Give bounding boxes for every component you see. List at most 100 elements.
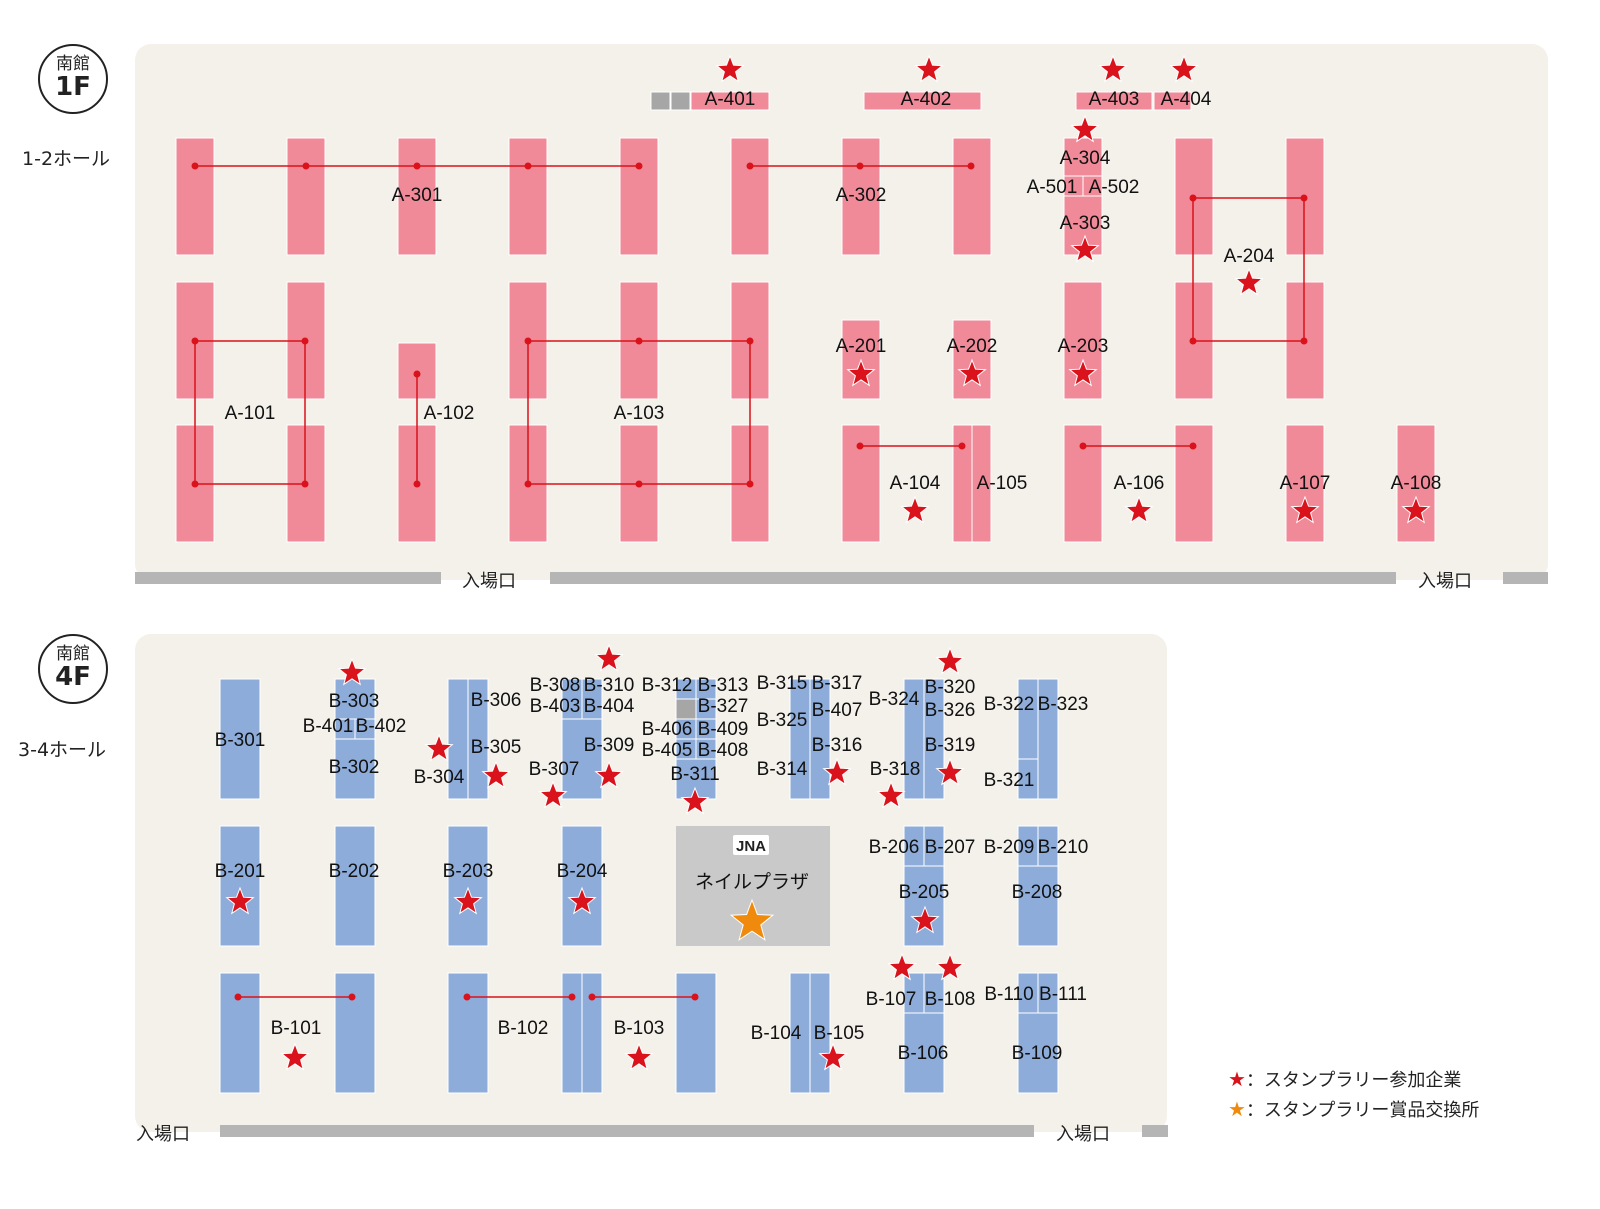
booth-label[interactable]: A-105 [977,473,1028,494]
booth-label[interactable]: B-402 [356,716,407,737]
booth-block[interactable] [1396,424,1436,543]
booth-label[interactable]: B-209 [984,837,1035,858]
booth-label[interactable]: B-404 [584,696,635,717]
booth-label[interactable]: B-110 [984,984,1033,1005]
booth-label[interactable]: B-205 [899,882,950,903]
booth-label[interactable]: B-408 [698,740,749,761]
booth-label[interactable]: B-107 [866,989,917,1010]
booth-block[interactable] [334,825,376,947]
booth-block[interactable] [863,91,982,111]
booth-label[interactable]: A-102 [424,403,475,424]
booth-label[interactable]: B-210 [1038,837,1089,858]
booth-label[interactable]: B-320 [925,677,976,698]
booth-label[interactable]: B-407 [812,700,863,721]
booth-label[interactable]: A-101 [225,403,276,424]
booth-block[interactable] [561,825,603,947]
booth-label[interactable]: B-109 [1012,1043,1063,1064]
booth-label[interactable]: A-107 [1280,473,1331,494]
booth-block[interactable] [903,865,945,947]
booth-label[interactable]: B-309 [584,735,635,756]
booth-label[interactable]: A-302 [836,185,887,206]
booth-label[interactable]: B-105 [814,1023,865,1044]
booth-label[interactable]: B-208 [1012,882,1063,903]
booth-block[interactable] [619,137,659,256]
booth-label[interactable]: B-108 [925,989,976,1010]
booth-label[interactable]: B-409 [698,719,749,740]
booth-label[interactable]: B-111 [1039,984,1087,1005]
entrance-label[interactable]: 入場口 [1418,571,1472,592]
booth-label[interactable]: B-308 [530,675,581,696]
booth-block[interactable] [809,972,831,1094]
booth-block[interactable] [397,137,437,256]
booth-label[interactable]: B-317 [812,673,863,694]
booth-block[interactable] [952,137,992,256]
booth-label[interactable]: A-108 [1391,473,1442,494]
booth-label[interactable]: A-304 [1060,148,1111,169]
booth-block[interactable] [971,424,992,543]
booth-block[interactable] [581,972,603,1094]
booth-label[interactable]: B-301 [215,730,266,751]
booth-label[interactable]: B-318 [870,759,921,780]
booth-label[interactable]: B-322 [984,694,1035,715]
booth-label[interactable]: B-314 [757,759,808,780]
booth-label[interactable]: B-319 [925,735,976,756]
booth-block[interactable] [1075,91,1153,111]
booth-block[interactable] [789,678,811,800]
booth-block[interactable] [219,825,261,947]
booth-label[interactable]: B-202 [329,861,380,882]
booth-block[interactable] [508,137,548,256]
service-block[interactable] [650,91,671,111]
entrance-label[interactable]: 入場口 [1056,1124,1110,1145]
booth-label[interactable]: B-104 [751,1023,802,1044]
booth-label[interactable]: B-327 [698,696,749,717]
booth-block[interactable] [1017,678,1039,760]
booth-label[interactable]: B-401 [303,716,354,737]
booth-block[interactable] [1037,678,1059,800]
booth-block[interactable] [1174,424,1214,543]
booth-label[interactable]: B-206 [869,837,920,858]
booth-label[interactable]: B-106 [898,1043,949,1064]
booth-label[interactable]: B-313 [698,675,749,696]
booth-block[interactable] [1017,1012,1059,1094]
booth-label[interactable]: B-311 [670,764,719,785]
booth-label[interactable]: B-324 [869,689,920,710]
booth-label[interactable]: B-201 [215,861,266,882]
booth-label[interactable]: B-306 [471,690,522,711]
entrance-label[interactable]: 入場口 [136,1124,190,1145]
booth-block[interactable] [561,718,603,800]
booth-block[interactable] [334,738,376,800]
booth-label[interactable]: B-302 [329,757,380,778]
booth-block[interactable] [1153,91,1192,111]
booth-block[interactable] [841,137,881,256]
booth-block[interactable] [690,91,770,111]
booth-block[interactable] [1285,424,1325,543]
booth-block[interactable] [286,137,326,256]
booth-label[interactable]: B-307 [529,759,580,780]
booth-label[interactable]: B-101 [271,1018,322,1039]
booth-block[interactable] [447,972,489,1094]
booth-label[interactable]: A-403 [1089,89,1140,110]
booth-block[interactable] [219,972,261,1094]
plaza-name[interactable]: ネイルプラザ [695,871,809,893]
booth-block[interactable] [730,137,770,256]
booth-label[interactable]: A-201 [836,336,887,357]
booth-label[interactable]: B-102 [498,1018,549,1039]
booth-block[interactable] [175,137,215,256]
booth-block[interactable] [219,678,261,800]
booth-label[interactable]: B-316 [812,735,863,756]
booth-label[interactable]: B-323 [1038,694,1089,715]
booth-label[interactable]: B-326 [925,700,976,721]
booth-block[interactable] [447,825,489,947]
booth-label[interactable]: B-103 [614,1018,665,1039]
booth-label[interactable]: A-104 [890,473,941,494]
booth-block[interactable] [1017,758,1039,800]
entrance-label[interactable]: 入場口 [462,571,516,592]
booth-label[interactable]: B-207 [925,837,976,858]
booth-block[interactable] [675,972,717,1094]
booth-label[interactable]: A-202 [947,336,998,357]
booth-label[interactable]: B-321 [984,770,1035,791]
booth-label[interactable]: B-403 [530,696,581,717]
booth-label[interactable]: B-312 [642,675,693,696]
booth-label[interactable]: A-203 [1058,336,1109,357]
booth-block[interactable] [334,972,376,1094]
